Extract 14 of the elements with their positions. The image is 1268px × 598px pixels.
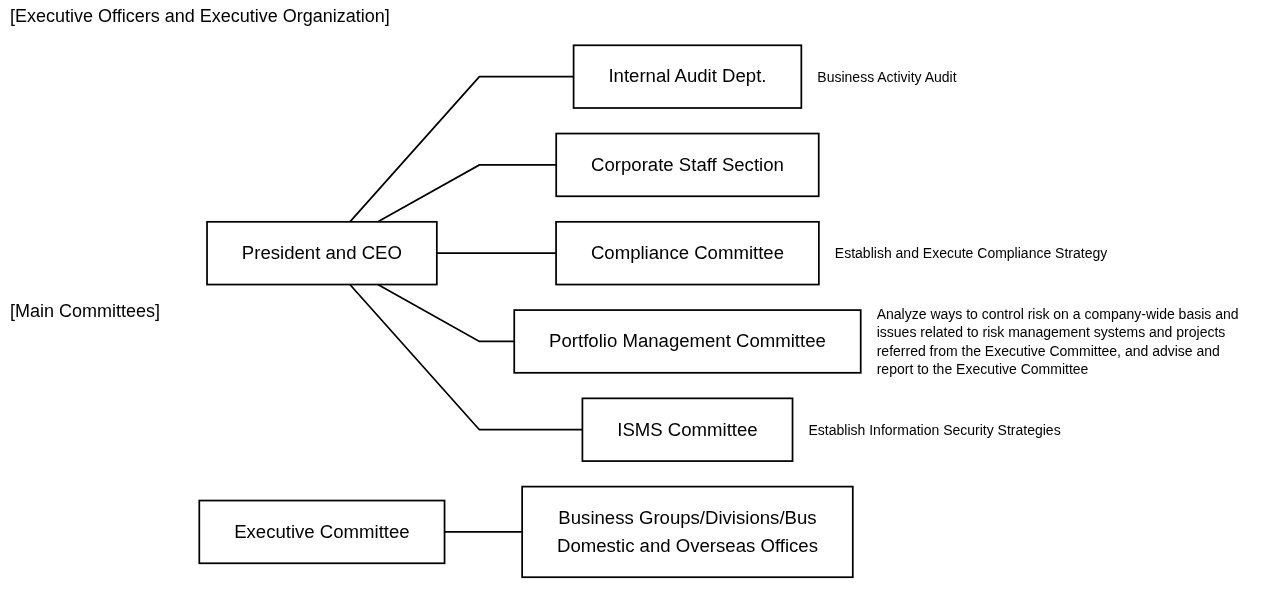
note-text: Establish Information Security Strategies [808,420,1061,440]
node-box: ISMS Committee [581,397,794,463]
node-box: Executive Committee [198,499,446,565]
note-text: Establish and Execute Compliance Strategy [834,244,1108,263]
note-text: Business Activity Audit [817,67,957,87]
node-box: Corporate Staff Section [555,132,820,198]
node-box: Compliance Committee [555,221,820,286]
note-text: Analyze ways to control risk on a company-wide basis and issues related to risk management systems and projects referred from the Executive Committee, and advise and report to the Executive Committee [876,305,1240,378]
node-box: Business Groups/Divisions/Bus Domestic and Overseas Offices [521,486,854,579]
node-box: Portfolio Management Committee [513,309,862,374]
diagram-title: [Executive Officers and Executive Organization] [10,6,390,27]
node-box: Internal Audit Dept. [572,44,803,110]
section-heading: [Main Committees] [10,301,161,322]
node-box: President and CEO [206,221,438,286]
